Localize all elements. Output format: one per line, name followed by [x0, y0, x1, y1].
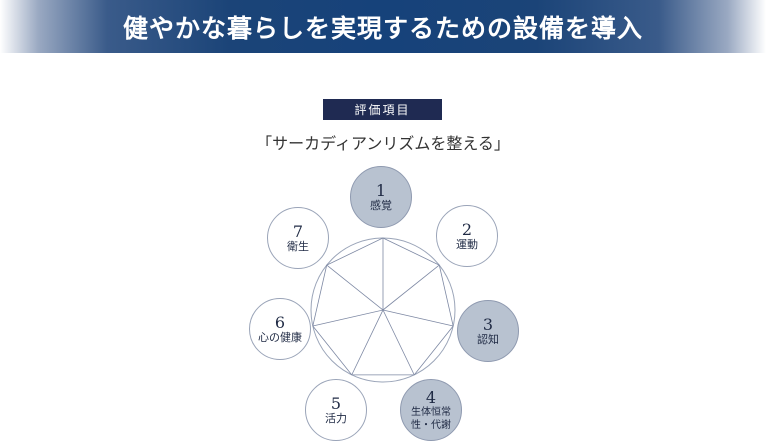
item-name: 生体恒常性・代謝	[411, 406, 451, 431]
item-number: 1	[375, 181, 387, 200]
evaluation-label: 評価項目	[323, 99, 442, 120]
item-number: 6	[274, 313, 286, 332]
spoke-line	[326, 264, 384, 311]
item-name: 衛生	[287, 240, 309, 253]
item-name: 運動	[456, 238, 478, 251]
heptagon-outline	[312, 237, 454, 376]
item-number: 2	[461, 220, 473, 239]
item-name: 感覚	[370, 199, 392, 212]
spoke-line	[351, 309, 384, 376]
spoke-line	[382, 264, 440, 311]
item-name: 心の健康	[258, 331, 302, 344]
section-subtitle: 「サーカディアンリズムを整える」	[256, 134, 510, 153]
item-name: 認知	[477, 333, 499, 346]
item-number: 4	[425, 387, 437, 407]
item-number: 3	[482, 315, 494, 334]
item-name: 活力	[325, 412, 347, 425]
spoke-line	[312, 309, 384, 327]
banner-title: 健やかな暮らしを実現するための設備を導入	[122, 13, 643, 43]
spoke-line	[382, 309, 415, 376]
item-number: 7	[292, 222, 304, 241]
header-banner: 健やかな暮らしを実現するための設備を導入	[0, 0, 766, 53]
spoke-line	[382, 309, 454, 327]
item-number: 5	[330, 394, 342, 413]
